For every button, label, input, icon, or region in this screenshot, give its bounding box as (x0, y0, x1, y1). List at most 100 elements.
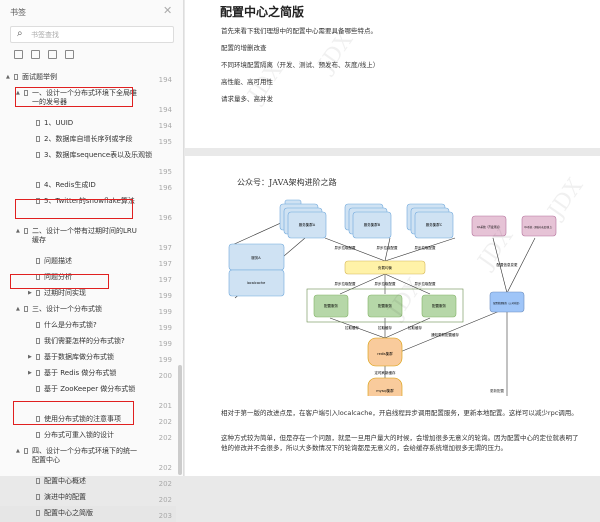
bookmark-label: 分布式可重入锁的设计 (44, 431, 114, 439)
redis-label: redis集群 (377, 351, 393, 356)
bookmark-icon (24, 228, 28, 234)
collapse-arrow-icon[interactable]: ▲ (6, 74, 10, 80)
page-number: 195 (158, 168, 172, 176)
page-number: 203 (158, 512, 172, 520)
bookmark-search-input[interactable]: ⌕ 书签查找 (10, 26, 174, 43)
bookmark-item[interactable]: 2、数据库自增长序列或字段 195 (0, 132, 176, 148)
bookmark-icon (36, 416, 40, 422)
page-number: 202 (158, 418, 172, 426)
bookmark-label: 配置中心概述 (44, 477, 86, 485)
bookmark-item[interactable]: ▲ 四、设计一个分布式环境下的统一配置中心 202 (0, 444, 176, 474)
search-icon: ⌕ (17, 28, 23, 39)
bookmark-label: 问题描述 (44, 257, 72, 265)
bookmark-icon (36, 370, 40, 376)
bookmark-label: 四、设计一个分布式环境下的统一配置中心 (32, 447, 137, 464)
page-number: 197 (158, 244, 172, 252)
page-number: 194 (158, 76, 172, 84)
mysql-label: mysql集群 (376, 388, 394, 393)
bookmark-icon (36, 432, 40, 438)
cluster-a: 服务集群A (279, 203, 327, 239)
expand-arrow-icon[interactable]: ▶ (28, 354, 32, 360)
close-icon[interactable]: ✕ (163, 4, 173, 17)
bookmark-label: 过期时间实现 (44, 289, 86, 297)
edge-label: 定时刷新缓存 (375, 370, 396, 375)
bookmark-icon (24, 306, 28, 312)
search-placeholder: 书签查找 (31, 31, 59, 39)
paragraph: 相对于第一版的改进点是，在客户端引入localcache，开启线程异步调用配置服… (221, 409, 578, 417)
bookmark-icon (36, 136, 40, 142)
collapse-bookmark-icon[interactable] (31, 50, 40, 59)
page-number: 199 (158, 324, 172, 332)
bookmark-icon (14, 74, 18, 80)
bookmark-label: 2、数据库自增长序列或字段 (44, 135, 133, 143)
sidebar-scrollbar[interactable] (178, 365, 182, 475)
bookmark-label: 什么是分布式锁? (44, 321, 97, 329)
architecture-diagram: 服务集群A 服务集群B 服务集群C 服务A localcache 异步拉取配置 … (228, 199, 557, 396)
edge-label: 异步拉取配置 (377, 245, 398, 250)
bookmark-label: 5、Twitter的snowflake算法 (44, 197, 135, 205)
bookmark-icon (36, 198, 40, 204)
expand-bookmark-icon[interactable] (14, 50, 23, 59)
edge-label: 异步拉取配置 (335, 245, 356, 250)
edge-label: 更新配置 (490, 389, 504, 393)
config-service-label: 配置服务 (432, 303, 446, 308)
collapse-arrow-icon[interactable]: ▲ (16, 448, 20, 454)
bookmark-icon (36, 182, 40, 188)
bookmark-item[interactable]: 问题描述 197 (0, 254, 176, 270)
expand-arrow-icon[interactable]: ▶ (28, 370, 32, 376)
document-page: 配置中心之简版 首先来看下我们理想中的配置中心需要具备哪些特点。 配置的增删改查… (185, 0, 600, 148)
collapse-arrow-icon[interactable]: ▲ (16, 228, 20, 234)
cluster-c: 服务集群C (406, 203, 454, 239)
bookmark-icon (36, 386, 40, 392)
add-bookmark-icon[interactable] (48, 50, 57, 59)
page-number: 202 (158, 480, 172, 488)
bookmark-label: 演进中的配置 (44, 493, 86, 501)
bookmark-label: 二、设计一个带有过期时间的LRU缓存 (32, 227, 137, 244)
bookmark-item[interactable]: 我们需要怎样的分布式锁?199 (0, 334, 176, 350)
collapse-arrow-icon[interactable]: ▲ (16, 306, 20, 312)
highlight-box (10, 274, 109, 289)
page-number: 195 (158, 138, 172, 146)
bookmark-icon (24, 90, 28, 96)
bookmark-icon[interactable] (65, 50, 74, 59)
highlight-box (13, 401, 134, 425)
page-number: 197 (158, 260, 172, 268)
expand-arrow-icon[interactable]: ▶ (28, 290, 32, 296)
bookmark-item[interactable]: 配置中心概述 202 (0, 474, 176, 490)
bookmark-item[interactable]: ▶ 过期时间实现 199 (0, 286, 176, 302)
collapse-arrow-icon[interactable]: ▲ (16, 90, 20, 96)
bookmark-icon (24, 448, 28, 454)
load-balancer-label: 负载均衡 (378, 265, 392, 270)
highlight-box (15, 199, 133, 219)
bookmark-item[interactable]: ▲ 二、设计一个带有过期时间的LRU缓存 197 (0, 224, 176, 254)
page-number: 196 (158, 184, 172, 192)
edge-label: 异步拉取配置 (415, 281, 436, 286)
edge-label: 通知更新配置缓存 (431, 332, 459, 337)
bookmark-icon (36, 338, 40, 344)
bookmark-icon (36, 290, 40, 296)
page-number: 202 (158, 464, 172, 472)
bookmark-label: 基于 Redis 做分布式锁 (44, 369, 117, 377)
config-manager-label: 配置管理服务（公司内部） (493, 301, 521, 305)
page-number: 199 (158, 292, 172, 300)
qa-dev-label: QA系统（开发测试） (477, 225, 502, 229)
bookmark-item[interactable]: 什么是分布式锁? 199 (0, 318, 176, 334)
bookmark-icon (36, 354, 40, 360)
text-line: 请求量多、高并发 (221, 95, 273, 103)
page-number: 199 (158, 340, 172, 348)
